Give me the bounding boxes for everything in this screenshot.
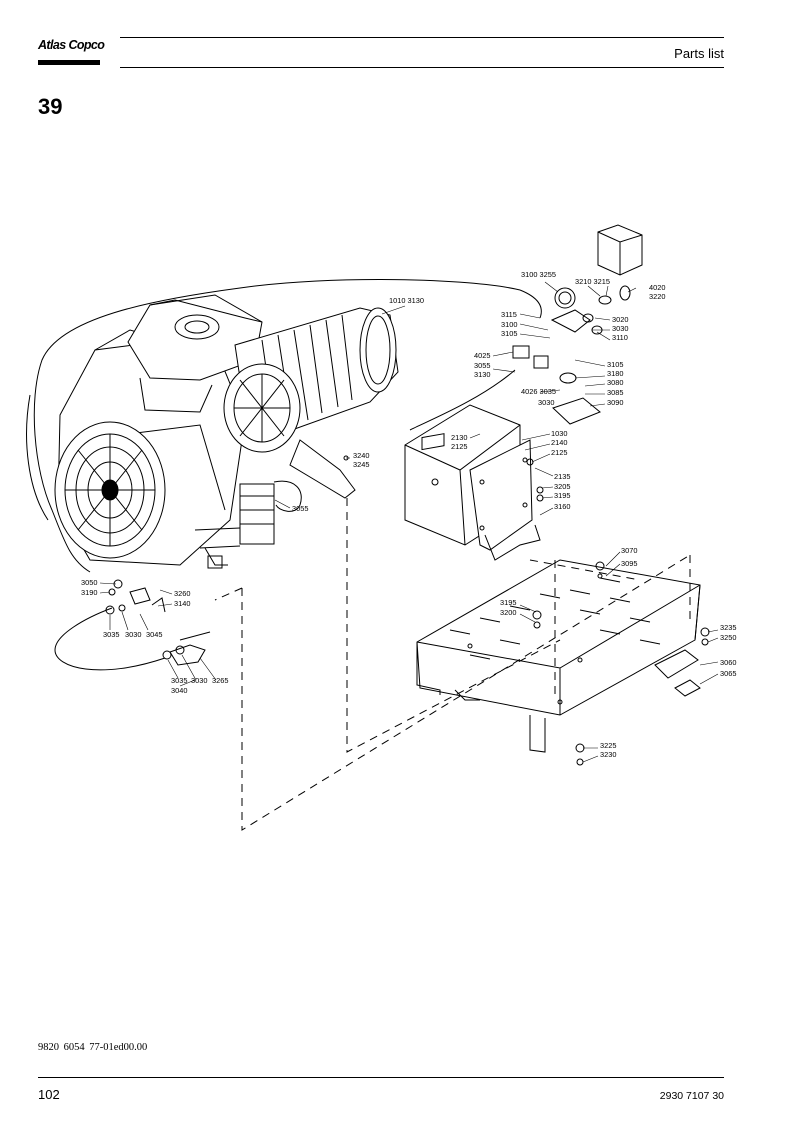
- label-3030c: 3030: [125, 630, 141, 639]
- logo-wordmark: Atlas Copco: [38, 38, 105, 52]
- label-3195a: 3195: [554, 491, 570, 500]
- label-3115: 3115: [501, 310, 517, 319]
- label-3095: 3095: [621, 559, 637, 568]
- label-4025: 4025: [474, 351, 490, 360]
- label-3190: 3190: [81, 588, 97, 597]
- label-3055b: 3055: [292, 504, 308, 513]
- header-title: Parts list: [674, 46, 724, 61]
- switch-hose: [519, 289, 542, 319]
- base-frame: [416, 559, 701, 753]
- label-4020: 4020: [649, 283, 665, 292]
- label-3030d: 3030: [191, 676, 207, 685]
- label-3035a: 3035: [103, 630, 119, 639]
- label-3225: 3225: [600, 741, 616, 750]
- label-3030: 3030: [612, 324, 628, 333]
- drain-hose: [54, 607, 166, 671]
- mounting-plate: [552, 397, 601, 425]
- motor-foot: [289, 439, 356, 499]
- atlas-copco-logo: Atlas Copco: [38, 38, 105, 68]
- footer-rule: [38, 1077, 724, 1078]
- drain-valve: [169, 644, 206, 666]
- cylinder-head: [127, 294, 263, 413]
- label-3100: 3100: [501, 320, 517, 329]
- label-3240: 3240: [353, 451, 369, 460]
- label-3020: 3020: [612, 315, 628, 324]
- label-3105: 3105: [501, 329, 517, 338]
- logo-bar: [38, 60, 100, 65]
- label-3065: 3065: [720, 669, 736, 678]
- label-3180: 3180: [607, 369, 623, 378]
- label-3080: 3080: [607, 378, 623, 387]
- label-3265: 3265: [212, 676, 228, 685]
- label-3085: 3085: [607, 388, 623, 397]
- solenoid-hose: [409, 369, 516, 431]
- label-3260: 3260: [174, 589, 190, 598]
- label-3110: 3110: [612, 333, 628, 342]
- cabinet-bracket: [469, 439, 533, 551]
- frame-slots: [449, 577, 661, 660]
- solenoid-valve: [512, 345, 530, 359]
- label-3130: 3130: [474, 370, 490, 379]
- label-3230: 3230: [600, 750, 616, 759]
- label-2140: 2140: [551, 438, 567, 447]
- assembly-guide-lines: [214, 498, 691, 831]
- label-1030: 1030: [551, 429, 567, 438]
- leader-lines: [99, 281, 719, 763]
- label-3205: 3205: [554, 482, 570, 491]
- label-3050: 3050: [81, 578, 97, 587]
- header-rule-top: [120, 37, 724, 38]
- label-3105b: 3105: [607, 360, 623, 369]
- label-2130: 2130: [451, 433, 467, 442]
- label-3235: 3235: [720, 623, 736, 632]
- label-2125b: 2125: [551, 448, 567, 457]
- label-3040: 3040: [171, 686, 187, 695]
- main-hose: [33, 279, 521, 573]
- label-3200: 3200: [500, 608, 516, 617]
- label-3160: 3160: [554, 502, 570, 511]
- label-2135: 2135: [554, 472, 570, 481]
- label-3140: 3140: [174, 599, 190, 608]
- part-number: 2930 7107 30: [659, 1090, 724, 1102]
- document-reference: 9820 6054 77-01ed00.00: [38, 1042, 148, 1053]
- header-rule-bottom: [120, 67, 724, 68]
- label-4026-3035: 4026 3035: [521, 387, 556, 396]
- label-3045: 3045: [146, 630, 162, 639]
- valve-assembly: [194, 480, 302, 569]
- pressure-switch-assembly: [512, 224, 643, 425]
- pressure-gauge: [554, 287, 576, 309]
- label-3220: 3220: [649, 292, 665, 301]
- label-3070: 3070: [621, 546, 637, 555]
- section-number: 39: [38, 94, 63, 119]
- electrical-cabinet: [404, 404, 541, 561]
- page-number: 102: [38, 1087, 60, 1102]
- label-2125a: 2125: [451, 442, 467, 451]
- label-3210-3215: 3210 3215: [575, 277, 610, 286]
- label-3195b: 3195: [500, 598, 516, 607]
- label-3250: 3250: [720, 633, 736, 642]
- label-3060: 3060: [720, 658, 736, 667]
- label-3245: 3245: [353, 460, 369, 469]
- label-3090: 3090: [607, 398, 623, 407]
- main-hose-inner: [26, 394, 49, 521]
- label-1010-3130: 1010 3130: [389, 296, 424, 305]
- electric-motor: [223, 307, 399, 499]
- label-3030b: 3030: [538, 398, 554, 407]
- label-3100-3255: 3100 3255: [521, 270, 556, 279]
- label-3035b: 3035: [171, 676, 187, 685]
- label-3055: 3055: [474, 361, 490, 370]
